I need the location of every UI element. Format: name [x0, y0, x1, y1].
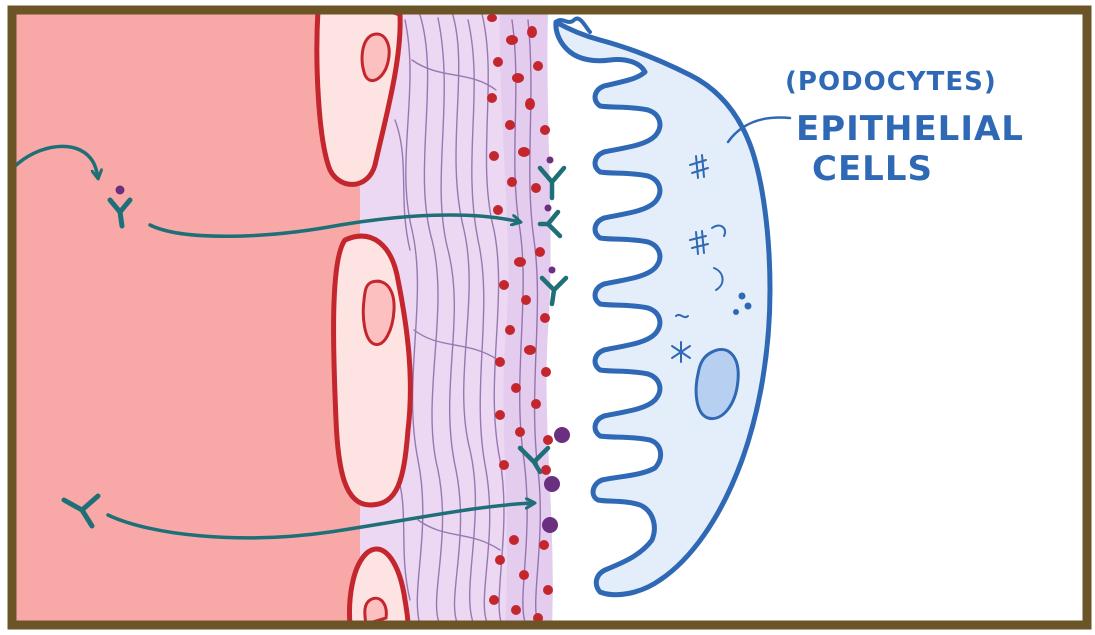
cells-label: CELLS [812, 149, 933, 189]
antigen-dot-icon [116, 186, 125, 195]
antigen-dot-icon [554, 427, 570, 443]
epithelial-label: EPITHELIAL [796, 109, 1024, 149]
antigen-dot-icon [545, 205, 552, 212]
antigen-dot-icon [549, 267, 556, 274]
antigen-dot-icon [547, 157, 554, 164]
antigen-dot-icon [542, 517, 558, 533]
antigen-dot-icon [544, 476, 560, 492]
endothelial-cell-middle [334, 236, 411, 505]
podocytes-label: (PODOCYTES) [785, 67, 997, 97]
endothelial-nucleus-bottom [365, 598, 387, 624]
endothelial-nucleus-middle [363, 281, 394, 344]
podocyte-body [556, 22, 770, 595]
podocyte [556, 19, 770, 595]
